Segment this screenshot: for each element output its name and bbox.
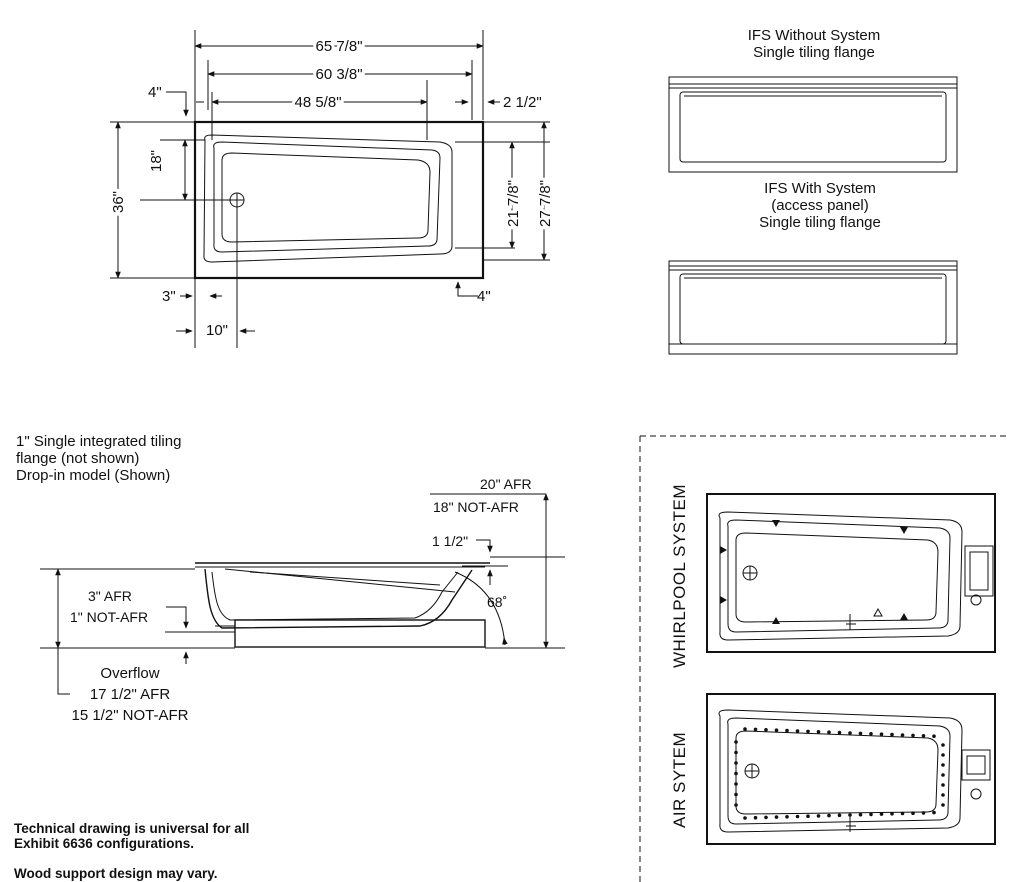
dim-overall-length: 65 7/8"	[315, 38, 362, 55]
air-jet-dot	[879, 812, 884, 816]
dim-left-offset-bottom: 3"	[162, 288, 176, 305]
air-jet-dot	[858, 731, 863, 736]
dim-drain-from-end: 10"	[206, 322, 228, 339]
air-jet-dot	[837, 813, 842, 818]
air-jet-dot	[734, 740, 738, 744]
dim-bottom-width: 21 7/8"	[505, 180, 522, 227]
air-jet-dot	[795, 729, 800, 733]
air-jet-dot	[941, 803, 945, 807]
air-jet-dot	[785, 728, 789, 733]
air-jet-dot	[941, 773, 945, 777]
air-jet-dot	[932, 810, 936, 815]
air-jet-dot	[816, 730, 821, 734]
rim-height: 1 1/2"	[432, 533, 468, 549]
air-jet-dot	[879, 732, 884, 736]
air-jet-dot	[941, 753, 945, 757]
air-jet-dot	[890, 732, 894, 737]
air-system-label: AIR SYTEM	[670, 732, 689, 828]
air-jet-dot	[753, 727, 758, 732]
air-jet-dot	[848, 731, 852, 735]
air-tub-drawing	[706, 693, 996, 845]
air-jet-dot	[869, 732, 873, 736]
air-jet-dot	[774, 728, 779, 732]
air-jet-dot	[941, 793, 945, 797]
air-jets	[734, 727, 945, 820]
air-jet-dot	[890, 812, 894, 816]
air-jet-dot	[941, 743, 945, 747]
whirlpool-tub-drawing	[706, 493, 996, 653]
air-jet-dot	[785, 815, 789, 819]
air-jet-dot	[764, 728, 768, 732]
dim-right-offset-top: 2 1/2"	[503, 94, 542, 111]
whirlpool-jets	[720, 520, 908, 624]
wall-angle: 68˚	[487, 594, 507, 610]
air-jet-dot	[848, 813, 852, 817]
base-not-afr: 1" NOT-AFR	[70, 609, 148, 625]
dim-bottom-length: 48 5/8"	[294, 94, 341, 111]
dim-inner-width: 27 7/8"	[537, 180, 554, 227]
ifs-without-system-drawing	[668, 76, 958, 173]
air-jet-dot	[827, 813, 831, 818]
air-jet-dot	[764, 815, 768, 820]
top-view-labels: 65 7/8" 60 3/8" 48 5/8" 4" 2 1/2" 36" 18…	[107, 35, 557, 339]
air-jet-dot	[753, 815, 758, 820]
side-view-labels: 20" AFR 18" NOT-AFR 1 1/2" 68˚ 3" AFR 1"…	[70, 476, 532, 625]
air-jet-dot	[734, 750, 738, 755]
systems-labels: WHIRLPOOL SYSTEM AIR SYTEM	[670, 484, 689, 828]
air-jet-dot	[837, 730, 842, 735]
air-jet-dot	[858, 812, 863, 817]
air-jet-dot	[941, 783, 945, 787]
air-jet-dot	[932, 734, 936, 738]
air-jet-dot	[816, 814, 821, 818]
dim-right-offset-bottom: 4"	[477, 288, 491, 305]
wood-support-note: Wood support design may vary.	[14, 866, 218, 881]
air-jet-dot	[734, 803, 738, 807]
ifs-with-system-title: IFS With System (access panel) Single ti…	[759, 180, 881, 231]
dim-left-offset-top: 4"	[148, 84, 162, 101]
air-jet-dot	[921, 734, 926, 738]
air-jet-dot	[734, 792, 738, 797]
air-jet-dot	[921, 811, 926, 815]
air-jet-dot	[795, 814, 800, 819]
air-jet-dot	[774, 815, 779, 819]
side-view	[40, 493, 565, 695]
dim-inner-length: 60 3/8"	[315, 66, 362, 83]
dim-drain-offset: 18"	[148, 150, 165, 172]
height-not-afr: 18" NOT-AFR	[433, 499, 519, 515]
air-jet-dot	[734, 782, 738, 786]
ifs-without-system-title: IFS Without System Single tiling flange	[747, 27, 881, 61]
overflow-note: Overflow 17 1/2" AFR 15 1/2" NOT-AFR	[71, 665, 189, 724]
air-jet-dot	[911, 811, 915, 815]
systems-panel	[639, 435, 1010, 882]
base-afr: 3" AFR	[88, 588, 132, 604]
air-jet-dot	[941, 763, 945, 767]
air-jet-dot	[734, 761, 738, 765]
air-jet-dot	[743, 727, 747, 731]
dim-width: 36"	[110, 191, 127, 213]
air-jet-dot	[743, 816, 747, 820]
air-jet-dot	[900, 811, 905, 816]
air-jet-dot	[900, 733, 905, 737]
top-view	[110, 30, 550, 348]
air-jet-dot	[806, 729, 810, 734]
height-afr: 20" AFR	[480, 476, 532, 492]
universal-note: Technical drawing is universal for all E…	[14, 821, 250, 851]
ifs-with-system-drawing	[668, 260, 958, 355]
air-jet-dot	[869, 812, 873, 817]
air-jet-dot	[734, 771, 738, 776]
air-jet-dot	[806, 814, 810, 818]
flange-note: 1" Single integrated tiling flange (not …	[16, 433, 182, 484]
air-jet-dot	[911, 733, 915, 738]
air-jet-dot	[827, 730, 831, 734]
whirlpool-system-label: WHIRLPOOL SYSTEM	[670, 484, 689, 668]
